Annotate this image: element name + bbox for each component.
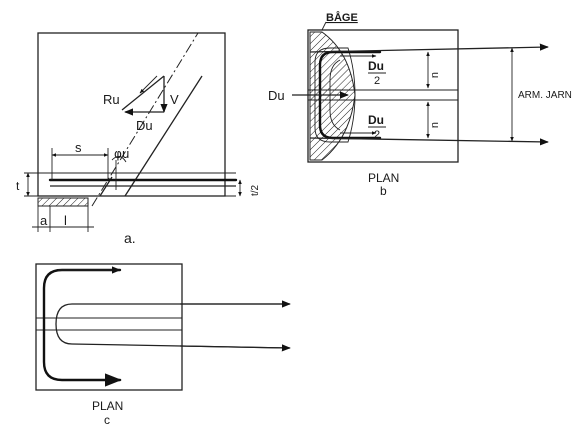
caption-c: c xyxy=(104,413,110,427)
label-t: t xyxy=(16,179,20,193)
bar-top xyxy=(309,43,549,53)
label-du-left: Du xyxy=(268,88,285,103)
label-plan-b: PLAN xyxy=(368,171,399,185)
bage-leader xyxy=(321,21,327,31)
column-plan-outline xyxy=(307,29,459,163)
loop-c-outer xyxy=(42,268,122,387)
caption-a: a. xyxy=(124,230,136,246)
label-u-bottom: u xyxy=(429,122,441,128)
column-outline xyxy=(37,32,226,197)
label-a: a xyxy=(40,213,48,228)
label-u-top: u xyxy=(429,72,441,78)
loop-inner-area xyxy=(314,47,356,143)
label-t-half: t/2 xyxy=(250,184,261,196)
label-plan-c: PLAN xyxy=(92,399,123,413)
angle-arc xyxy=(111,156,127,163)
loop-c-inner xyxy=(55,303,289,349)
column-plan-c-outline xyxy=(35,263,183,391)
strut-edge xyxy=(124,75,203,197)
figure-c: PLAN c xyxy=(35,263,291,427)
caption-b: b xyxy=(380,184,387,198)
label-ru: Ru xyxy=(103,92,120,107)
force-ru-arrow xyxy=(139,75,158,94)
figure-b: BÅGE Du Du 2 Du 2 u u ARM. JARN PLAN b xyxy=(268,11,572,198)
label-bage: BÅGE xyxy=(326,11,358,24)
label-du-bottom-num: Du xyxy=(368,113,384,127)
strut-centerline xyxy=(91,32,199,207)
loop-c-inner-bottom-arrow xyxy=(179,344,291,352)
label-arm-jarn: ARM. JARN xyxy=(518,90,572,101)
label-du-top-num: Du xyxy=(368,59,384,73)
support-plate xyxy=(37,197,89,207)
figure-a: Ru V Du s φu t t/2 a l a. xyxy=(16,32,261,246)
label-du: Du xyxy=(136,118,153,133)
bar-bottom xyxy=(309,137,549,146)
label-s: s xyxy=(75,140,82,155)
force-ru-line xyxy=(121,75,165,111)
label-phi-u: φu xyxy=(114,147,130,161)
label-du-bottom-den: 2 xyxy=(374,129,380,141)
label-du-top-den: 2 xyxy=(374,75,380,87)
label-v: V xyxy=(170,92,179,107)
label-l: l xyxy=(64,213,67,228)
